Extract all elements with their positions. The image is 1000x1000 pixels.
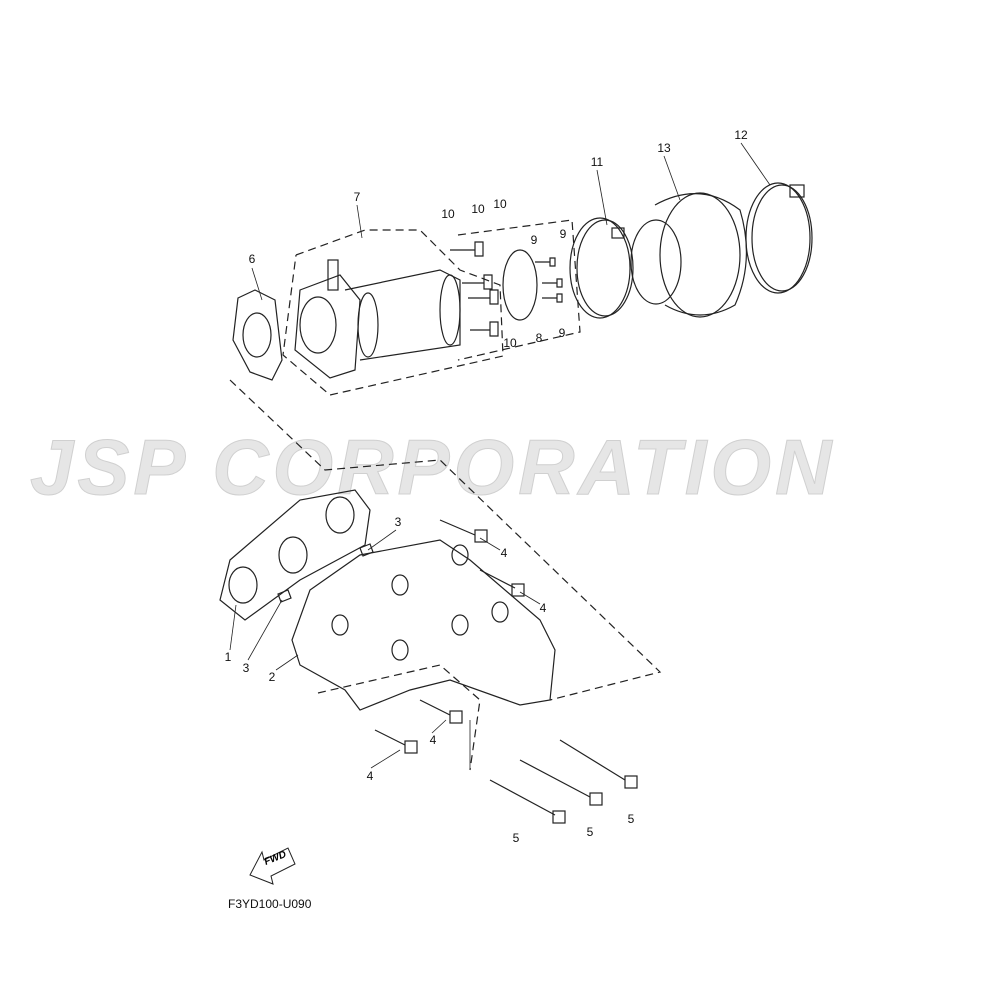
callout-4: 4: [539, 601, 547, 615]
callout-5: 5: [512, 831, 520, 845]
callout-9: 9: [530, 233, 538, 247]
callout-4: 4: [429, 733, 437, 747]
callout-10: 10: [493, 197, 507, 211]
callout-5: 5: [627, 812, 635, 826]
screws-9: [535, 257, 563, 303]
callout-9: 9: [558, 326, 566, 340]
callout-5: 5: [586, 825, 594, 839]
diagram-code: F3YD100-U090: [228, 897, 312, 911]
manifold-2: [291, 539, 556, 711]
callout-7: 7: [353, 190, 361, 204]
gasket-1: [219, 489, 371, 621]
callout-8: 8: [535, 331, 543, 345]
clamp-12: [745, 182, 813, 294]
callout-11: 11: [590, 155, 604, 169]
gasket-6: [232, 289, 283, 381]
callout-4: 4: [500, 546, 508, 560]
callout-13: 13: [657, 141, 671, 155]
bolts-10: [450, 241, 499, 337]
plate-8: [502, 249, 538, 321]
bolts-5: [489, 739, 638, 824]
bolts-4: [374, 519, 525, 754]
callout-12: 12: [734, 128, 748, 142]
callout-3: 3: [394, 515, 402, 529]
clamp-11: [569, 217, 634, 319]
callout-6: 6: [248, 252, 256, 266]
callout-10: 10: [503, 336, 517, 350]
callout-10: 10: [441, 207, 455, 221]
callout-9: 9: [559, 227, 567, 241]
muffler-assembly-group: [229, 219, 662, 771]
hose-13: [630, 192, 747, 318]
watermark: JSP CORPORATION: [29, 423, 836, 511]
fwd-arrow-icon: [249, 847, 296, 885]
callout-1: 1: [224, 650, 232, 664]
callout-3: 3: [242, 661, 250, 675]
leader-lines: [229, 142, 771, 770]
dowel-pins-3: [277, 543, 374, 603]
callout-4: 4: [366, 769, 374, 783]
muffler-body-7: [294, 259, 461, 379]
callout-2: 2: [268, 670, 276, 684]
callout-10: 10: [471, 202, 485, 216]
